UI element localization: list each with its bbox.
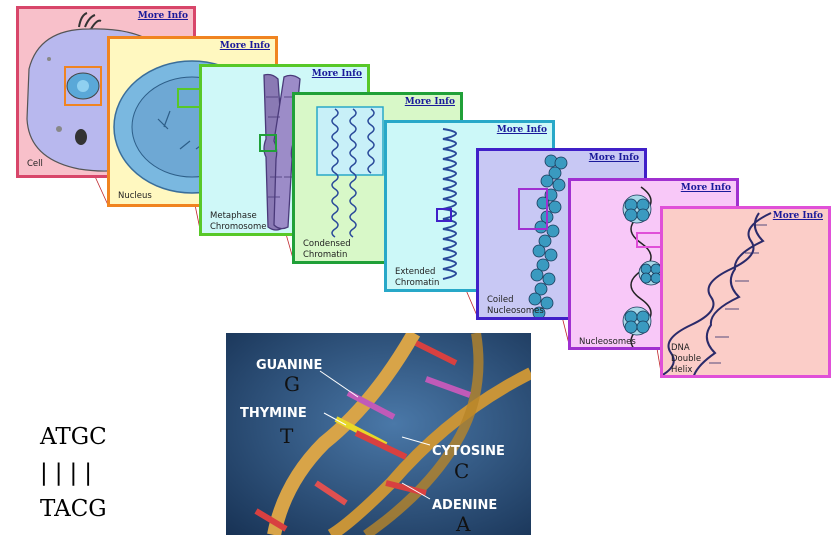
more-info-link-dna[interactable]: More Info: [773, 211, 823, 221]
letter-c: C: [454, 459, 469, 483]
panel-caption-nucleus: Nucleus: [118, 191, 152, 202]
more-info-link-condensed[interactable]: More Info: [405, 97, 455, 107]
more-info-link-coiled[interactable]: More Info: [589, 153, 639, 163]
label-thymine: THYMINE: [240, 406, 307, 421]
base-pair-bonds: ||||: [40, 458, 140, 494]
label-guanine: GUANINE: [256, 358, 322, 373]
label-cytosine: CYTOSINE: [432, 444, 505, 459]
panel-caption-dna: DNA Double Helix: [671, 343, 701, 376]
letter-a: A: [455, 512, 471, 535]
panel-caption-coiled: Coiled Nucleosomes: [487, 295, 544, 317]
letter-t: T: [280, 424, 294, 448]
more-info-link-extended[interactable]: More Info: [497, 125, 547, 135]
more-info-link-nucleosomes[interactable]: More Info: [681, 183, 731, 193]
panel-caption-extended: Extended Chromatin: [395, 267, 439, 289]
base-pair-bottom: TACG: [40, 494, 140, 530]
dna-base-photo: GUANINE THYMINE CYTOSINE ADENINE G T C A: [226, 333, 531, 535]
more-info-link-cell[interactable]: More Info: [138, 11, 188, 21]
panel-caption-nucleosomes: Nucleosomes: [579, 337, 636, 348]
base-pair-top: ATGC: [40, 422, 140, 458]
panel-caption-condensed: Condensed Chromatin: [303, 239, 351, 261]
more-info-link-metaphase[interactable]: More Info: [312, 69, 362, 79]
label-adenine: ADENINE: [432, 498, 497, 513]
more-info-link-nucleus[interactable]: More Info: [220, 41, 270, 51]
panel-caption-cell: Cell: [27, 159, 43, 170]
letter-g: G: [284, 372, 300, 396]
base-pair-text: ATGC |||| TACG: [40, 422, 140, 530]
panel-caption-metaphase: Metaphase Chromosome: [210, 211, 266, 233]
panel-dna-double-helix[interactable]: More Info DNA Double Helix: [660, 206, 831, 378]
